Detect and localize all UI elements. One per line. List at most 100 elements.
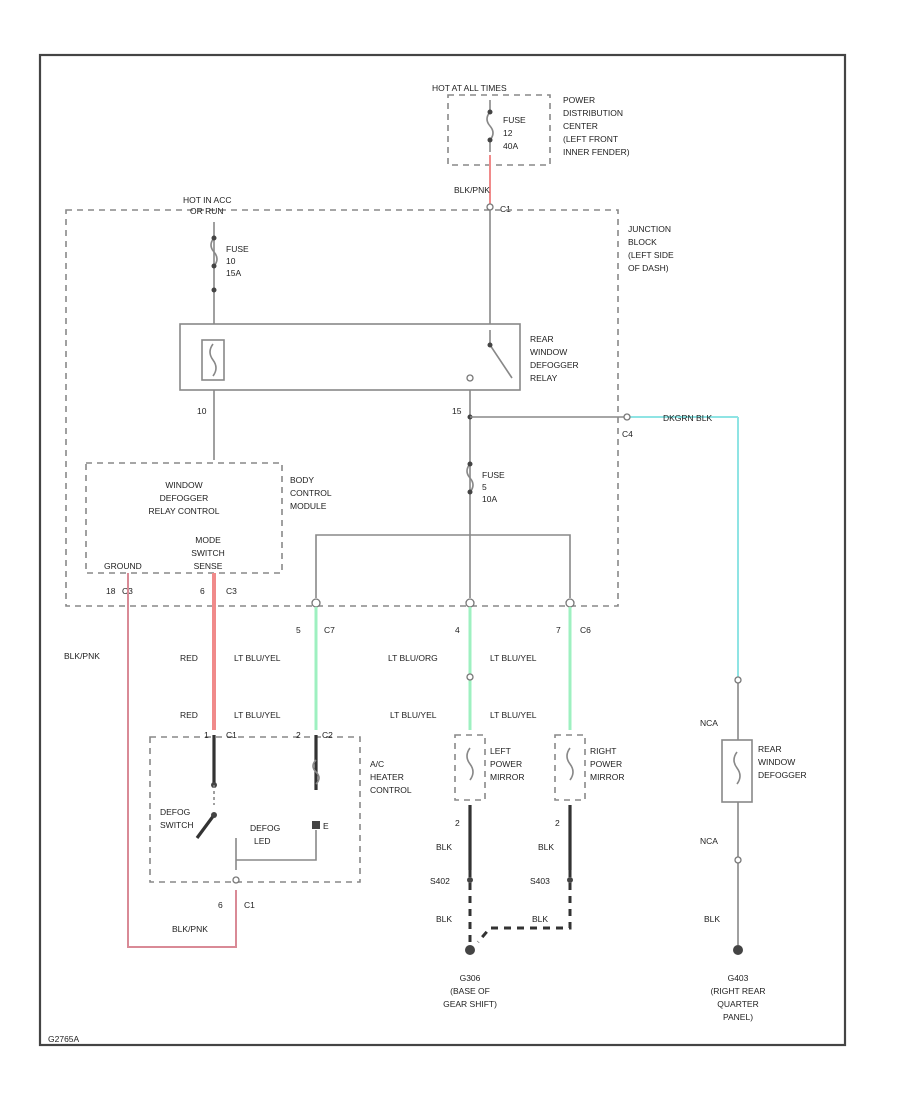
svg-text:POWER: POWER	[490, 759, 522, 769]
svg-text:MIRROR: MIRROR	[490, 772, 524, 782]
defog-led-label: DEFOG LED	[250, 823, 280, 846]
mirror-feed-bus	[315, 534, 571, 598]
c6-pin2-label: 7	[556, 625, 561, 635]
ground-g306-label: G306	[460, 973, 481, 983]
dkgrn-blk-label: DKGRN BLK	[663, 413, 712, 423]
bcm-c3-mode: C3	[226, 586, 237, 596]
lt-blu-yel-label-2: LT BLU/YEL	[234, 710, 281, 720]
diagram-frame	[38, 53, 847, 1047]
fuse-10-curve	[210, 237, 218, 267]
svg-text:RELAY CONTROL: RELAY CONTROL	[148, 506, 219, 516]
svg-text:SWITCH: SWITCH	[191, 548, 225, 558]
svg-text:(LEFT FRONT: (LEFT FRONT	[563, 134, 618, 144]
svg-text:FUSE: FUSE	[226, 244, 249, 254]
svg-text:SWITCH: SWITCH	[160, 820, 194, 830]
svg-text:CONTROL: CONTROL	[290, 488, 332, 498]
ac-pin-2: 2	[296, 730, 301, 740]
svg-text:CONTROL: CONTROL	[370, 785, 412, 795]
svg-text:A/C: A/C	[370, 759, 384, 769]
red-label-1: RED	[180, 653, 198, 663]
hot-in-acc-label: HOT IN ACC OR RUN	[183, 195, 232, 216]
svg-text:BODY: BODY	[290, 475, 314, 485]
svg-text:HOT IN ACC: HOT IN ACC	[183, 195, 232, 205]
pdc-box	[447, 94, 551, 166]
diagram-code: G2765A	[48, 1034, 80, 1044]
splice-right: S403	[530, 876, 550, 886]
bcm-inner-label: WINDOW DEFOGGER RELAY CONTROL	[148, 480, 219, 516]
ac-pin-1: 1	[204, 730, 209, 740]
c4-label: C4	[622, 429, 633, 439]
bcm-label: BODY CONTROL MODULE	[290, 475, 332, 511]
svg-text:OF DASH): OF DASH)	[628, 263, 669, 273]
svg-text:REAR: REAR	[758, 744, 782, 754]
svg-text:POWER: POWER	[590, 759, 622, 769]
lt-blu-yel-label-4: LT BLU/YEL	[490, 653, 537, 663]
c1-top-label: C1	[500, 204, 511, 214]
svg-text:(BASE OF: (BASE OF	[450, 986, 490, 996]
left-mirror-box	[454, 734, 486, 801]
svg-text:12: 12	[503, 128, 513, 138]
svg-text:WINDOW: WINDOW	[758, 757, 795, 767]
c6-pin-label: 4	[455, 625, 460, 635]
blk-label-2: BLK	[538, 842, 554, 852]
ac-pin-6-bot: 6	[218, 900, 223, 910]
svg-text:OR RUN: OR RUN	[190, 206, 224, 216]
c7-label: C7	[324, 625, 335, 635]
svg-text:(LEFT SIDE: (LEFT SIDE	[628, 250, 674, 260]
fuse-10-label: FUSE 10 15A	[226, 244, 249, 278]
svg-text:MODULE: MODULE	[290, 501, 327, 511]
svg-text:QUARTER: QUARTER	[717, 999, 758, 1009]
defog-switch-blade	[195, 814, 216, 839]
lt-blu-yel-label-1: LT BLU/YEL	[234, 653, 281, 663]
pdc-label: POWER DISTRIBUTION CENTER (LEFT FRONT IN…	[563, 95, 630, 157]
blk-pnk-bot-label: BLK/PNK	[172, 924, 208, 934]
ground-g403-symbol	[733, 945, 743, 955]
svg-text:JUNCTION: JUNCTION	[628, 224, 671, 234]
bcm-pin-6: 6	[200, 586, 205, 596]
svg-text:40A: 40A	[503, 141, 518, 151]
svg-text:10: 10	[226, 256, 236, 266]
svg-text:DEFOG: DEFOG	[250, 823, 280, 833]
svg-text:FUSE: FUSE	[482, 470, 505, 480]
svg-text:REAR: REAR	[530, 334, 554, 344]
svg-text:HEATER: HEATER	[370, 772, 404, 782]
fuse-5-label: FUSE 5 10A	[482, 470, 505, 504]
ac-c1-bot: C1	[244, 900, 255, 910]
ac-c1: C1	[226, 730, 237, 740]
ground-g306-symbol	[465, 945, 475, 955]
junction-block-label: JUNCTION BLOCK (LEFT SIDE OF DASH)	[628, 224, 674, 273]
svg-text:POWER: POWER	[563, 95, 595, 105]
splice-left: S402	[430, 876, 450, 886]
blk-label-1: BLK	[436, 842, 452, 852]
svg-text:DEFOGGER: DEFOGGER	[160, 493, 209, 503]
blk-label-5: BLK	[704, 914, 720, 924]
bcm-pin-18: 18	[106, 586, 116, 596]
mirror-pin-right: 2	[555, 818, 560, 828]
svg-text:WINDOW: WINDOW	[530, 347, 567, 357]
left-mirror-motor	[466, 747, 474, 781]
left-mirror-label: LEFT POWER MIRROR	[490, 746, 524, 782]
junction-block-box	[65, 209, 619, 607]
svg-text:DEFOG: DEFOG	[160, 807, 190, 817]
right-mirror-box	[554, 734, 586, 801]
ac-e-label: E	[323, 821, 329, 831]
rear-defogger-label: REAR WINDOW DEFOGGER	[758, 744, 807, 780]
bcm-mode-label: MODE SWITCH SENSE	[191, 535, 225, 571]
pin-15-label: 15	[452, 406, 462, 416]
defog-switch-label: DEFOG SWITCH	[160, 807, 194, 830]
svg-text:WINDOW: WINDOW	[165, 480, 202, 490]
red-label-2: RED	[180, 710, 198, 720]
fuse-12-curve	[486, 111, 494, 141]
rear-defogger-box	[721, 739, 753, 803]
svg-text:FUSE: FUSE	[503, 115, 526, 125]
c6-label: C6	[580, 625, 591, 635]
blk-pnk-top-label: BLK/PNK	[454, 185, 490, 195]
svg-text:RIGHT: RIGHT	[590, 746, 616, 756]
fuse-5-curve	[466, 463, 474, 493]
wire-blk-pnk-left	[127, 573, 237, 948]
nca-label-2: NCA	[700, 836, 718, 846]
hot-at-all-times-label: HOT AT ALL TIMES	[432, 83, 507, 93]
ac-control-box	[149, 736, 361, 883]
svg-text:RELAY: RELAY	[530, 373, 558, 383]
